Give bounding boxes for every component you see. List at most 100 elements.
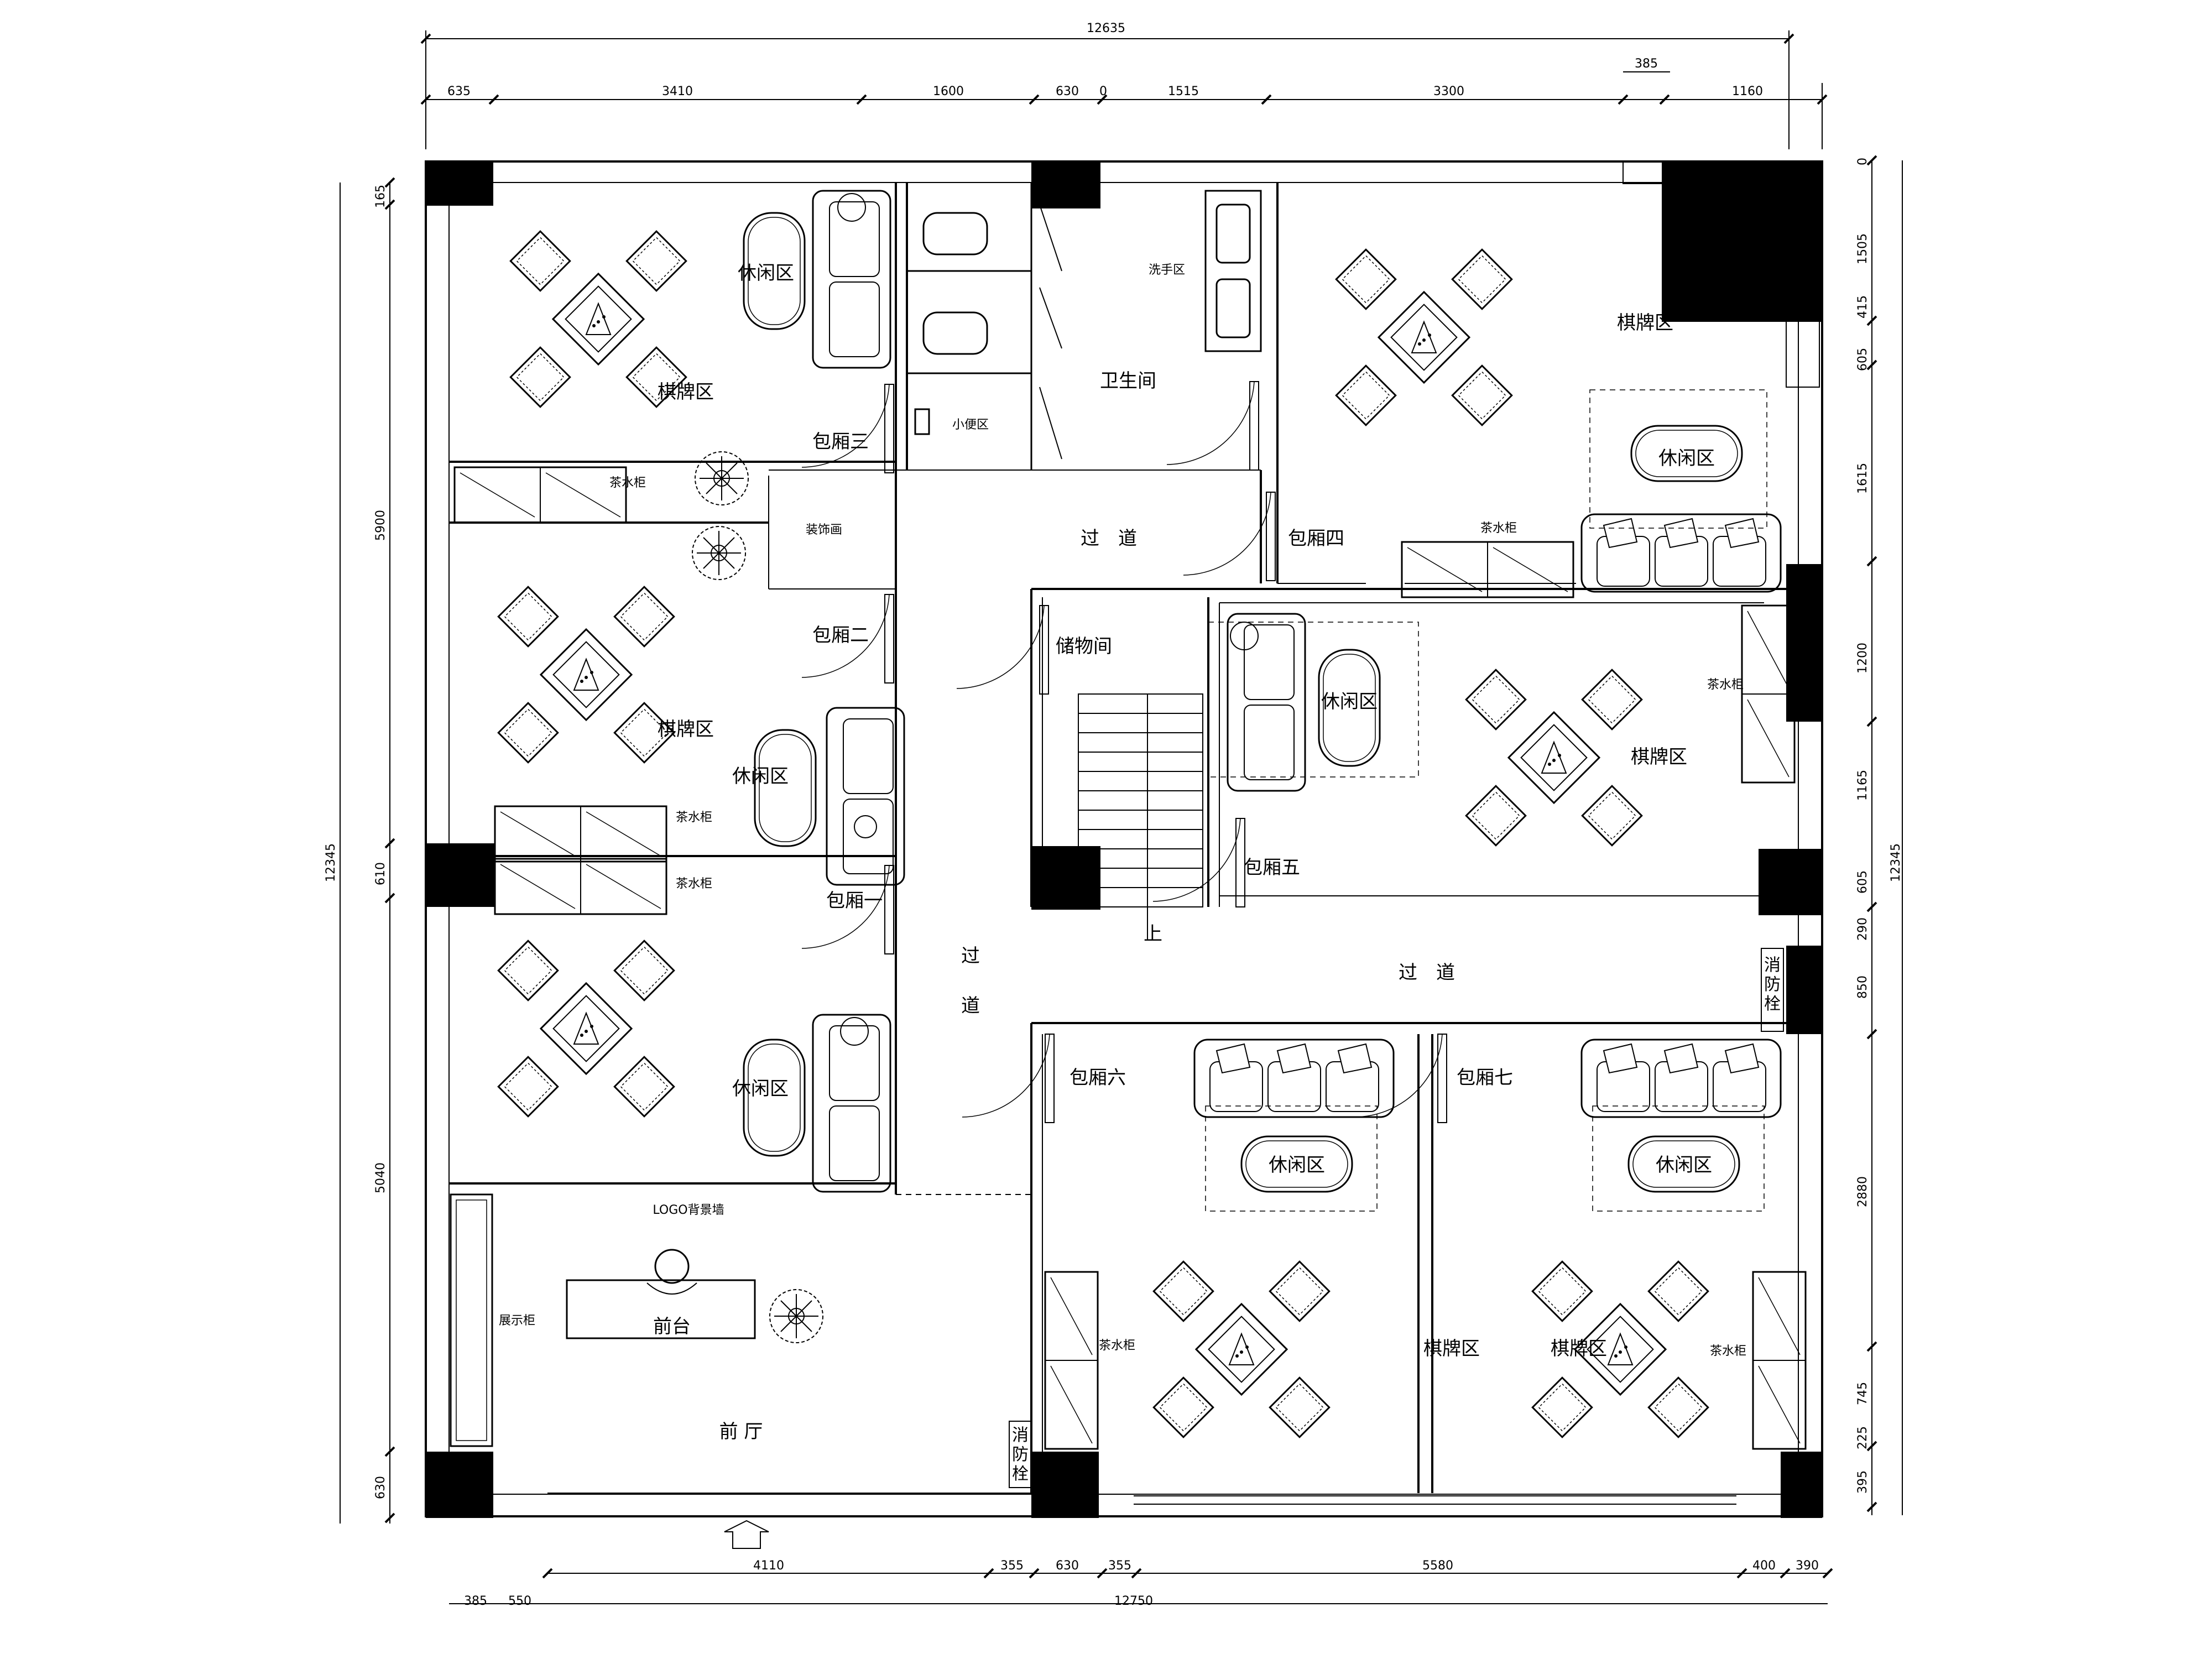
dim-right-seg: 395 xyxy=(1856,1470,1870,1494)
dim-bottom-seg: 355 xyxy=(1108,1559,1131,1573)
dim-left-seg: 5040 xyxy=(374,1162,388,1193)
person-icon xyxy=(1230,622,1259,650)
reception-desk xyxy=(566,1249,756,1339)
dim-bottom-seg: 355 xyxy=(1000,1559,1024,1573)
label-hydrant: 消 xyxy=(1012,1426,1029,1445)
label-logo-wall: LOGO背景墙 xyxy=(653,1203,724,1217)
label-restroom: 卫生间 xyxy=(1100,370,1156,392)
label-tea-cabinet: 茶水柜 xyxy=(609,476,646,490)
label-hydrant: 栓 xyxy=(1012,1464,1029,1484)
label-box-two: 包厢二 xyxy=(812,624,869,646)
label-decor-frame: 装饰画 xyxy=(806,523,842,537)
dim-top-seg: 635 xyxy=(447,85,471,98)
dim-top-total: 12635 xyxy=(1087,22,1125,35)
label-storage: 储物间 xyxy=(1056,635,1112,658)
dim-top-seg: 1600 xyxy=(933,85,964,98)
dim-right-seg: 0 xyxy=(1856,158,1870,165)
person-icon xyxy=(854,815,877,838)
lounge-furniture xyxy=(743,190,1782,1212)
label-hydrant: 栓 xyxy=(1764,994,1781,1014)
dim-bottom-total: 12750 xyxy=(1114,1594,1153,1608)
dimension-text: 12635 635 3410 1600 630 0 1515 3300 1160… xyxy=(324,22,1903,1608)
label-box-three: 包厢三 xyxy=(812,431,869,453)
label-box-five: 包厢五 xyxy=(1244,857,1300,879)
dim-bottom-left: 550 xyxy=(508,1594,531,1608)
label-corridor-top: 过 道 xyxy=(1081,528,1137,550)
dim-right-total: 12345 xyxy=(1889,843,1903,882)
stairs xyxy=(1078,693,1203,940)
label-corridor: 道 xyxy=(961,995,980,1017)
label-leisure: 休闲区 xyxy=(1269,1154,1325,1176)
label-leisure: 休闲区 xyxy=(732,1078,789,1100)
label-leisure: 休闲区 xyxy=(1658,447,1715,469)
label-hydrant: 防 xyxy=(1764,975,1781,994)
label-leisure: 休闲区 xyxy=(1656,1154,1712,1176)
label-box-seven: 包厢七 xyxy=(1457,1067,1513,1089)
dim-right-seg: 1165 xyxy=(1856,770,1870,801)
dim-top-seg: 3410 xyxy=(662,85,693,98)
dim-left-seg: 165 xyxy=(374,185,388,208)
lobby-window xyxy=(547,470,1736,1505)
dim-right-seg: 415 xyxy=(1856,295,1870,319)
label-corridor-right: 过 道 xyxy=(1399,962,1455,984)
dim-bottom-seg: 400 xyxy=(1752,1559,1776,1573)
entrance-arrow-icon xyxy=(724,1520,769,1549)
label-chess: 棋牌区 xyxy=(1423,1338,1480,1360)
dim-top-seg: 1160 xyxy=(1732,85,1763,98)
hydrant-box xyxy=(1009,1421,1032,1488)
label-chess: 棋牌区 xyxy=(658,381,714,403)
label-up: 上 xyxy=(1144,923,1162,945)
dim-top-seg: 0 xyxy=(1099,85,1107,98)
dim-bottom-seg: 4110 xyxy=(753,1559,784,1573)
dim-right-seg: 605 xyxy=(1856,348,1870,371)
label-leisure: 休闲区 xyxy=(1321,691,1378,713)
dim-top-seg: 1515 xyxy=(1168,85,1199,98)
label-tea-cabinet: 茶水柜 xyxy=(676,811,712,825)
dim-bottom-seg: 390 xyxy=(1796,1559,1819,1573)
dim-bottom-seg: 630 xyxy=(1056,1559,1079,1573)
dim-right-seg: 1505 xyxy=(1856,233,1870,264)
dimension-lines xyxy=(340,30,1903,1604)
plant-icon xyxy=(695,451,749,505)
dim-right-seg: 225 xyxy=(1856,1426,1870,1449)
dim-top-seg: 3300 xyxy=(1433,85,1464,98)
label-corridor: 过 xyxy=(961,945,980,967)
dim-top-extra: 385 xyxy=(1635,57,1658,71)
dim-right-seg: 745 xyxy=(1856,1382,1870,1405)
dimension-ticks xyxy=(384,33,1877,1579)
label-tea-cabinet: 茶水柜 xyxy=(1099,1339,1135,1353)
dim-left-total: 12345 xyxy=(324,843,338,882)
label-chess: 棋牌区 xyxy=(1551,1338,1607,1360)
dim-right-seg: 1200 xyxy=(1856,643,1870,674)
walls xyxy=(425,160,1823,1517)
label-leisure: 休闲区 xyxy=(732,765,789,787)
label-chess: 棋牌区 xyxy=(1617,312,1673,334)
dim-left-seg: 630 xyxy=(374,1476,388,1499)
label-washbasin: 洗手区 xyxy=(1149,263,1185,277)
label-tea-cabinet: 茶水柜 xyxy=(1480,521,1517,535)
hydrant-box xyxy=(1761,948,1784,1032)
mahjong-sets xyxy=(498,231,1708,1437)
room-labels: 休闲区 棋牌区 包厢三 包厢二 棋牌区 休闲区 包厢一 休闲区 过 道 卫生间 … xyxy=(499,262,1781,1484)
label-tea-cabinet: 茶水柜 xyxy=(676,877,712,891)
person-icon xyxy=(840,1017,869,1046)
label-hydrant: 防 xyxy=(1012,1445,1029,1464)
label-hydrant: 消 xyxy=(1764,956,1781,975)
label-box-four: 包厢四 xyxy=(1288,528,1344,550)
dim-bottom-left: 385 xyxy=(464,1594,487,1608)
dim-right-seg: 2880 xyxy=(1856,1176,1870,1207)
dim-left-seg: 5900 xyxy=(374,510,388,541)
cabinets xyxy=(450,466,1807,1450)
label-urinal: 小便区 xyxy=(952,418,989,432)
label-tea-cabinet: 茶水柜 xyxy=(1710,1344,1746,1358)
label-display-cabinet: 展示柜 xyxy=(499,1314,535,1328)
person-icon xyxy=(837,193,866,222)
plant-icon xyxy=(692,526,746,580)
restroom-stalls xyxy=(907,182,1262,470)
dim-right-seg: 290 xyxy=(1856,917,1870,941)
label-chess: 棋牌区 xyxy=(658,718,714,740)
label-box-one: 包厢一 xyxy=(826,890,883,912)
label-box-six: 包厢六 xyxy=(1070,1067,1126,1089)
plant-icon xyxy=(769,1289,823,1343)
dim-right-seg: 1615 xyxy=(1856,463,1870,494)
